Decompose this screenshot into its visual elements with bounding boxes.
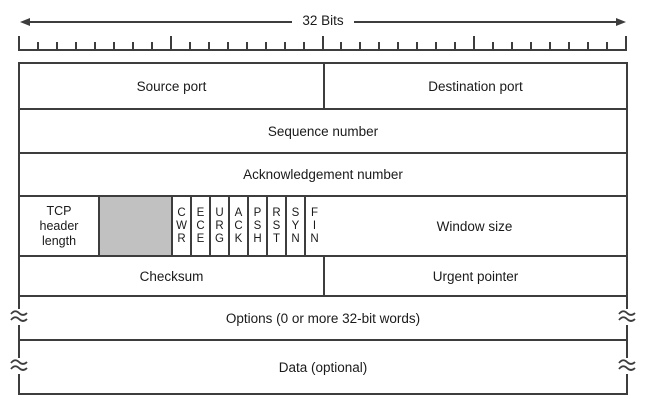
ruler-tick-18 <box>359 42 362 49</box>
break-mark-data-right <box>617 358 637 374</box>
ruler-tick-11 <box>226 42 229 49</box>
ruler-tick-27 <box>530 42 533 49</box>
break-mark-data-left <box>9 358 29 374</box>
ruler-tick-23 <box>454 42 457 49</box>
bit-ruler <box>18 34 627 51</box>
bits-label: 32 Bits <box>302 13 344 28</box>
arrow-left-icon <box>20 17 30 26</box>
ruler-tick-13 <box>264 42 267 49</box>
field-data: Data (optional) <box>278 359 368 375</box>
arrow-line-right <box>353 20 616 23</box>
ruler-tick-19 <box>378 42 381 49</box>
arrow-line-left <box>30 20 293 23</box>
ruler-tick-30 <box>587 42 590 49</box>
bits-width-indicator: 32 Bits <box>20 13 626 30</box>
header-field-table: Source port Destination port Sequence nu… <box>18 62 628 395</box>
ruler-tick-4 <box>93 42 96 49</box>
ruler-tick-32 <box>625 36 627 49</box>
row-sequence-number: Sequence number <box>20 108 626 152</box>
row-checksum: Checksum Urgent pointer <box>20 255 626 295</box>
flag-rst: R S T <box>266 197 285 255</box>
flag-ece: E C E <box>190 197 209 255</box>
ruler-tick-17 <box>340 42 343 49</box>
field-checksum: Checksum <box>139 268 204 284</box>
field-tcp-header-length: TCP header length <box>39 203 79 248</box>
row-data: Data (optional) <box>20 339 626 393</box>
field-options: Options (0 or more 32-bit words) <box>225 310 421 326</box>
row-options: Options (0 or more 32-bit words) <box>20 295 626 339</box>
ruler-tick-3 <box>74 42 77 49</box>
ruler-tick-25 <box>492 42 495 49</box>
flag-cwr: C W R <box>171 197 190 255</box>
ruler-tick-6 <box>131 42 134 49</box>
ruler-tick-31 <box>606 42 609 49</box>
field-urgent-pointer: Urgent pointer <box>323 257 626 295</box>
ruler-tick-16 <box>321 36 324 49</box>
ruler-tick-26 <box>511 42 514 49</box>
ruler-tick-1 <box>36 42 39 49</box>
row-ports: Source port Destination port <box>20 64 626 108</box>
ruler-tick-12 <box>245 42 248 49</box>
flag-urg: U R G <box>209 197 228 255</box>
field-unused-bits <box>98 197 171 255</box>
ruler-tick-7 <box>150 42 153 49</box>
ruler-tick-24 <box>473 36 476 49</box>
arrow-right-icon <box>616 17 626 26</box>
field-window-size: Window size <box>436 218 513 234</box>
ruler-tick-2 <box>55 42 58 49</box>
field-acknowledgement-number: Acknowledgement number <box>243 167 403 182</box>
ruler-tick-28 <box>549 42 552 49</box>
flag-ack: A C K <box>228 197 247 255</box>
flag-fin: F I N <box>304 197 323 255</box>
ruler-tick-9 <box>188 42 191 49</box>
ruler-tick-15 <box>302 42 305 49</box>
ruler-tick-29 <box>568 42 571 49</box>
flag-psh: P S H <box>247 197 266 255</box>
field-sequence-number: Sequence number <box>267 123 379 139</box>
ruler-tick-8 <box>169 36 172 49</box>
flag-syn: S Y N <box>285 197 304 255</box>
row-acknowledgement-number: Acknowledgement number <box>20 152 626 195</box>
break-mark-options-right <box>617 309 637 325</box>
ruler-tick-21 <box>416 42 419 49</box>
ruler-tick-0 <box>18 36 20 49</box>
ruler-tick-10 <box>207 42 210 49</box>
field-destination-port: Destination port <box>323 64 626 108</box>
ruler-tick-14 <box>283 42 286 49</box>
ruler-tick-5 <box>112 42 115 49</box>
ruler-tick-22 <box>435 42 438 49</box>
ruler-tick-20 <box>397 42 400 49</box>
field-source-port: Source port <box>136 78 207 94</box>
break-mark-options-left <box>9 309 29 325</box>
